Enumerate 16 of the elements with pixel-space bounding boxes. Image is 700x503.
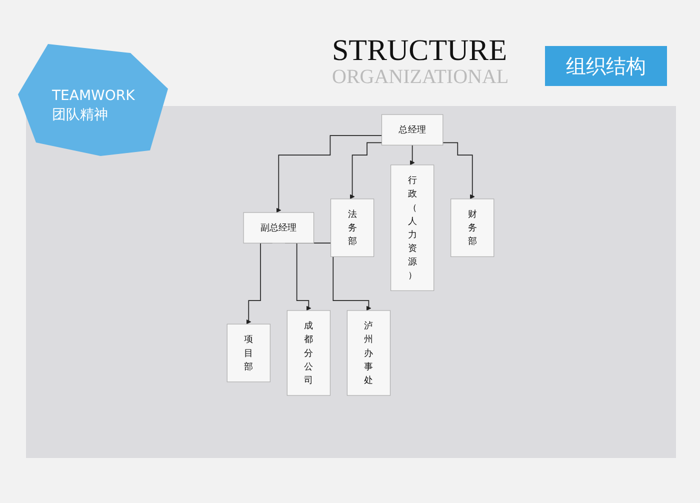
node-box: 副总经理 xyxy=(242,212,314,244)
banner-text: 团队精神 xyxy=(52,106,108,124)
arrow xyxy=(442,142,474,200)
node-box: 泸州办事处 xyxy=(346,310,390,396)
node-box: 财务部 xyxy=(450,198,494,257)
banner-text: TEAMWORK xyxy=(52,88,135,104)
heading-tag: 组织结构 xyxy=(545,46,667,86)
node-box: 总经理 xyxy=(380,114,443,146)
arrow xyxy=(409,144,414,166)
heading: STRUCTURE xyxy=(332,34,508,68)
node-box: 成都分公司 xyxy=(286,310,330,396)
arrow xyxy=(349,142,382,200)
node-box: 法务部 xyxy=(330,198,374,257)
node-box: 行政（人力资源） xyxy=(390,164,434,291)
arrow xyxy=(276,135,382,213)
node-box: 项目部 xyxy=(226,324,270,382)
